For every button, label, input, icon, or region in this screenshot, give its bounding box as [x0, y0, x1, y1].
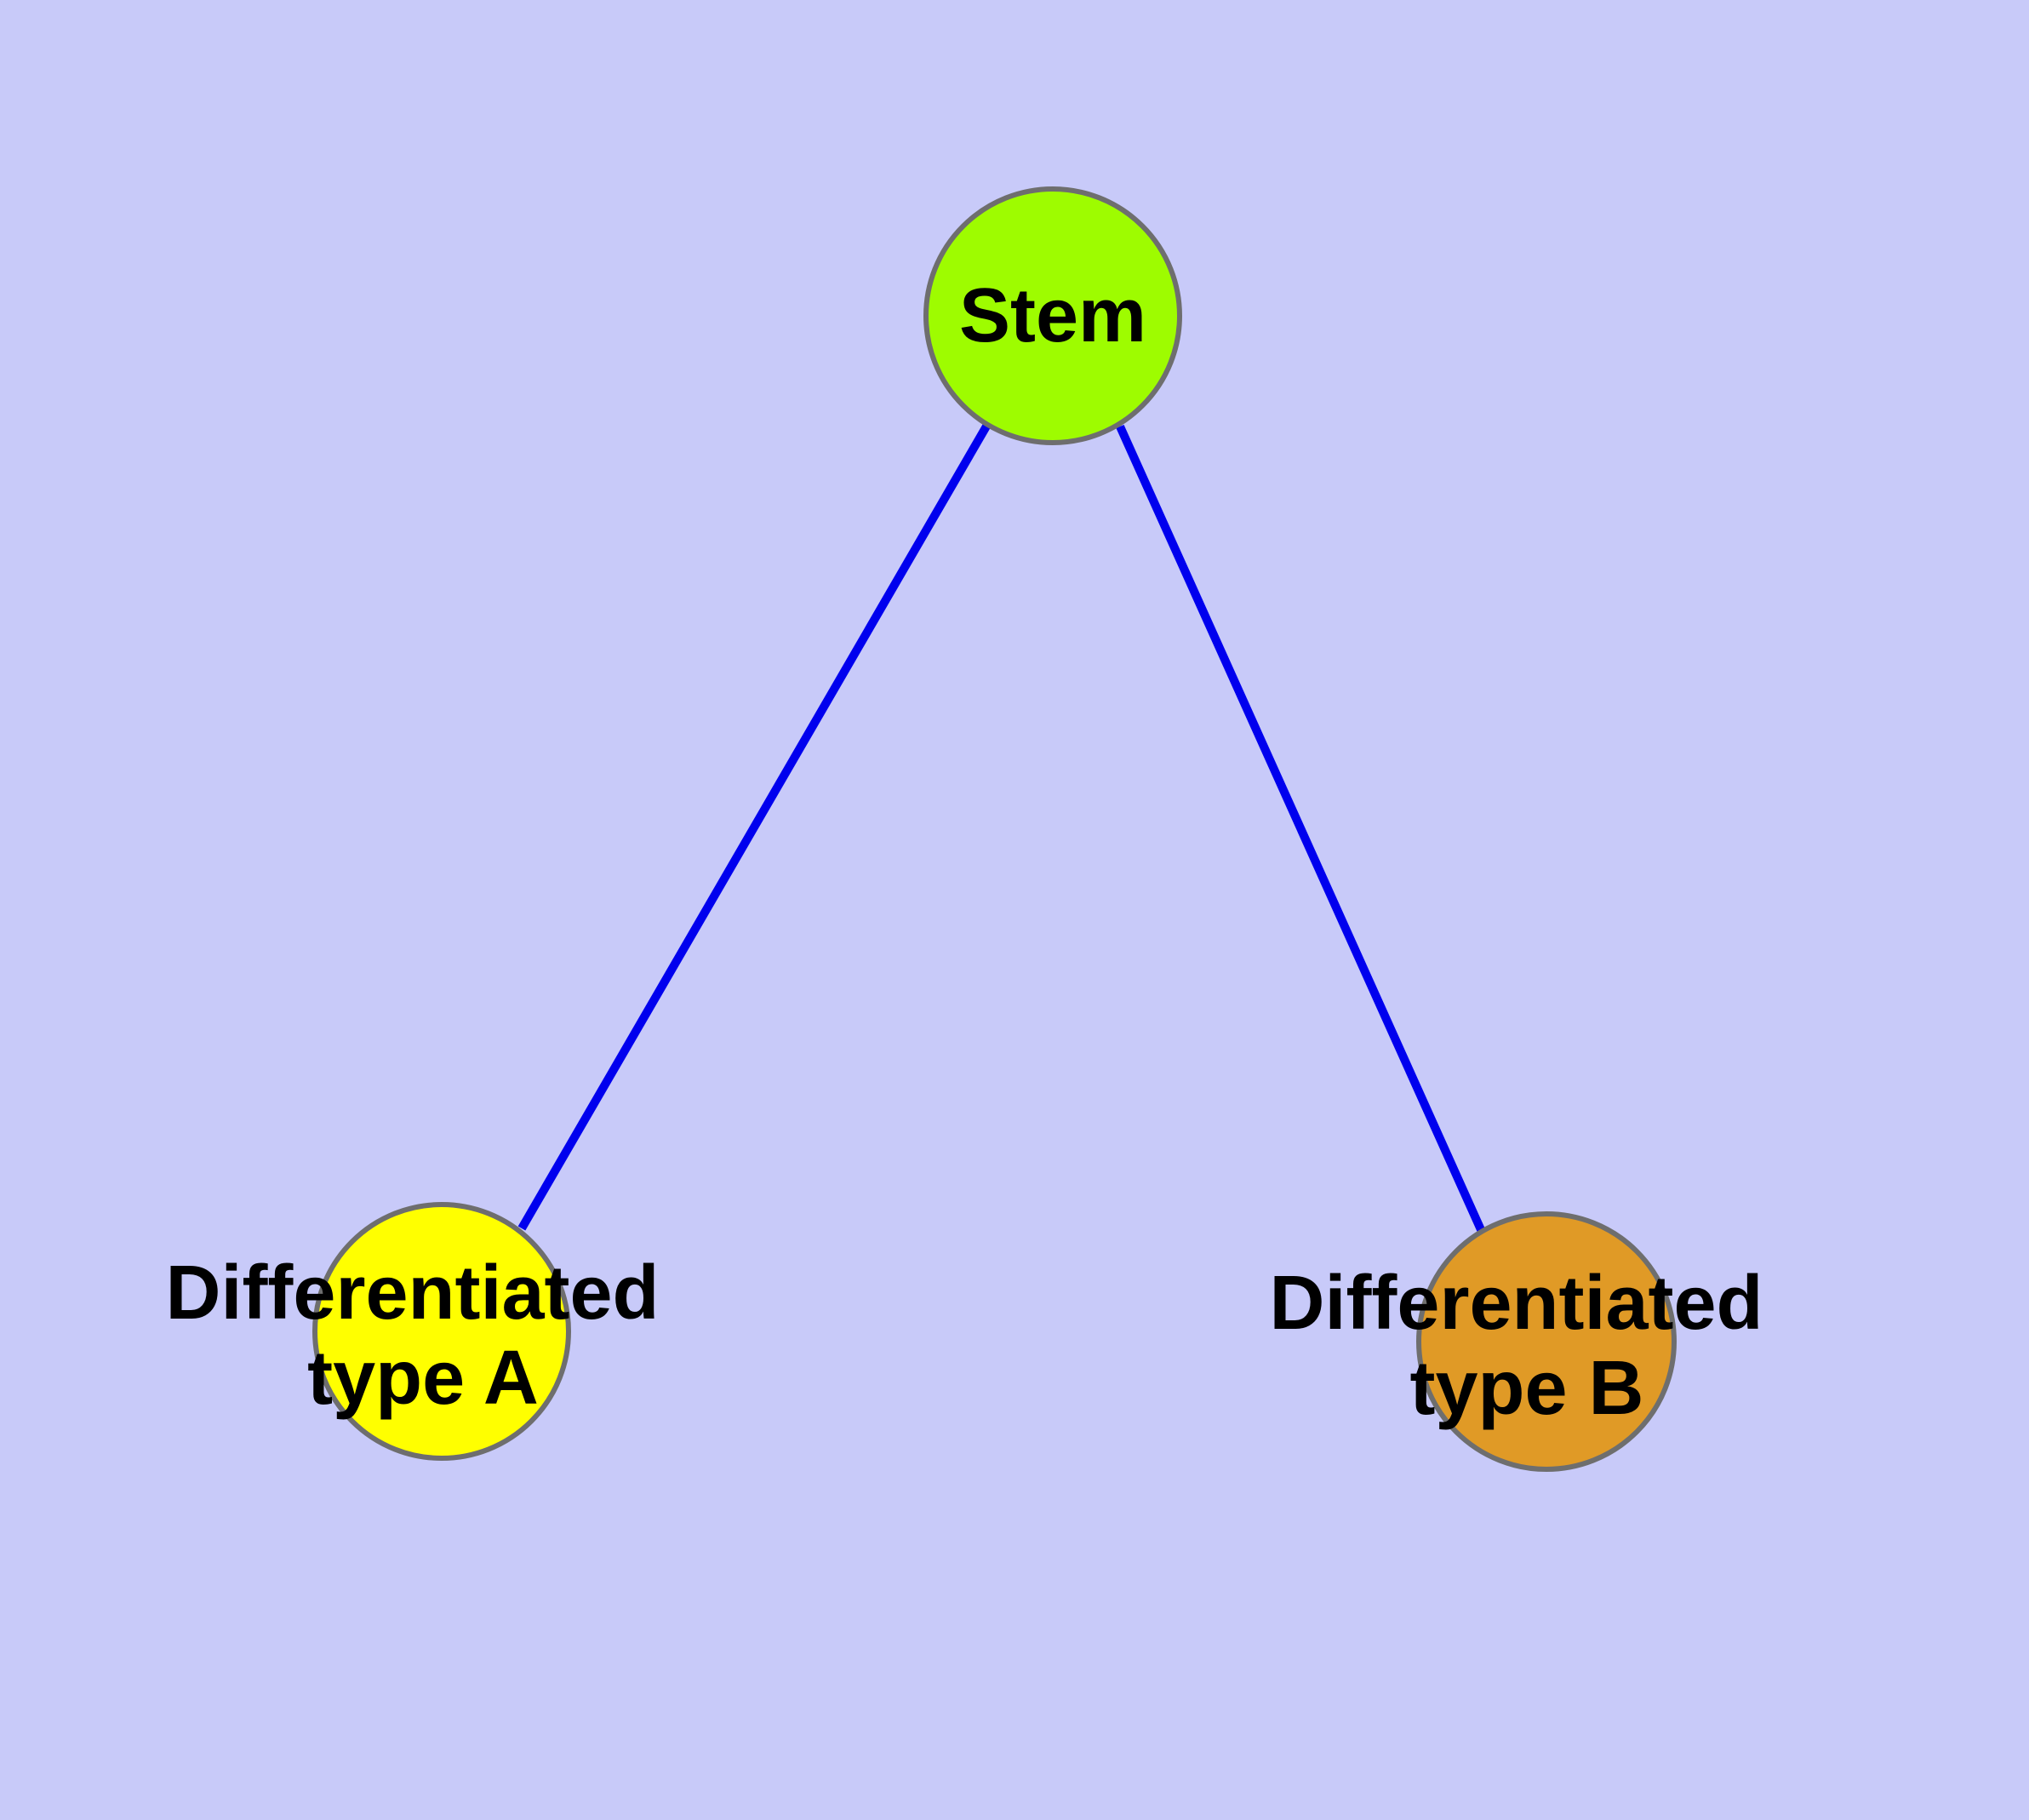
node-stem-label: Stem: [959, 273, 1146, 358]
edge-stem-to-differentiated-type-a[interactable]: [517, 422, 992, 1231]
edges-group: [517, 422, 1487, 1236]
node-differentiated-type-b-circle[interactable]: [1416, 1211, 1677, 1472]
node-differentiated-type-a-circle[interactable]: [312, 1202, 571, 1461]
node-differentiated-type-b-label-line-1: Differentiated: [1269, 1261, 1763, 1346]
labels-group: Stem Differentiated type A Differentiate…: [165, 273, 1784, 1431]
node-differentiated-type-a-label: Differentiated type A: [165, 1251, 680, 1421]
node-differentiated-type-a[interactable]: [312, 1202, 571, 1461]
node-stem-label-line-1: Stem: [959, 273, 1146, 358]
edge-stem-to-differentiated-type-b[interactable]: [1116, 424, 1487, 1236]
node-stem[interactable]: [923, 186, 1182, 445]
node-differentiated-type-a-label-line-2: type A: [307, 1336, 539, 1421]
node-stem-circle[interactable]: [923, 186, 1182, 445]
node-differentiated-type-b-label: Differentiated type B: [1269, 1261, 1784, 1431]
node-differentiated-type-b-label-line-2: type B: [1409, 1346, 1643, 1431]
node-differentiated-type-b[interactable]: [1416, 1211, 1677, 1472]
nodes-group: [312, 186, 1677, 1472]
node-differentiated-type-a-label-line-1: Differentiated: [165, 1251, 659, 1336]
